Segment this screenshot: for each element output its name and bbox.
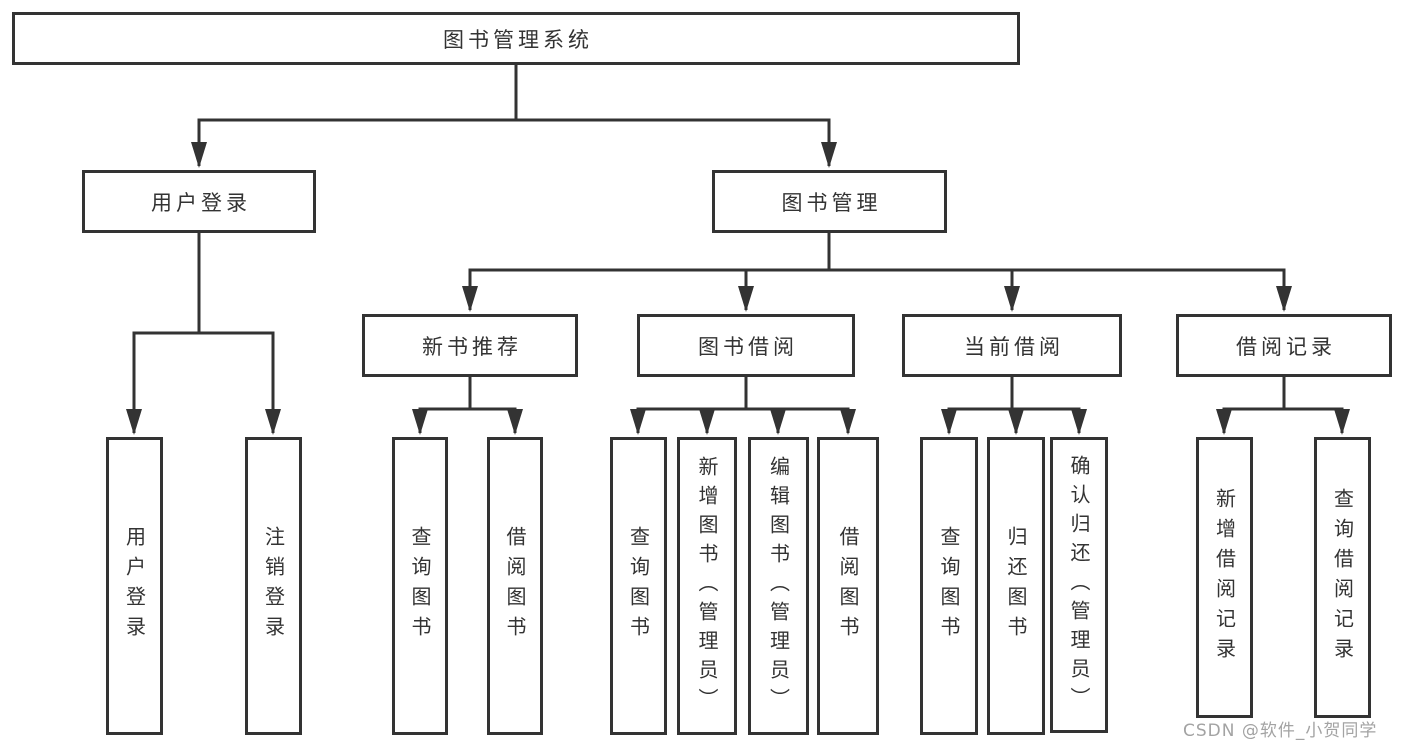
node-current-borrowing: 当前借阅 xyxy=(902,314,1122,377)
node-borrowing-records: 借阅记录 xyxy=(1176,314,1392,377)
node-book-borrowing: 图书借阅 xyxy=(637,314,855,377)
node-new-book-recommend: 新书推荐 xyxy=(362,314,578,377)
leaf-confirm-return-admin: 确认归还（管理员） xyxy=(1050,437,1108,733)
leaf-add-borrow-record: 新增借阅记录 xyxy=(1196,437,1253,718)
leaf-return-books: 归还图书 xyxy=(987,437,1045,735)
leaf-query-books: 查询图书 xyxy=(610,437,667,735)
leaf-logout: 注销登录 xyxy=(245,437,302,735)
leaf-user-login: 用户登录 xyxy=(106,437,163,735)
leaf-borrow-books: 借阅图书 xyxy=(487,437,543,735)
leaf-query-books: 查询图书 xyxy=(920,437,978,735)
leaf-borrow-books: 借阅图书 xyxy=(817,437,879,735)
node-library-management-system: 图书管理系统 xyxy=(12,12,1020,65)
leaf-add-book-admin: 新增图书（管理员） xyxy=(677,437,737,735)
leaf-query-borrow-record: 查询借阅记录 xyxy=(1314,437,1371,718)
node-user-login: 用户登录 xyxy=(82,170,316,233)
leaf-query-books: 查询图书 xyxy=(392,437,448,735)
node-book-management: 图书管理 xyxy=(712,170,947,233)
leaf-edit-book-admin: 编辑图书（管理员） xyxy=(748,437,809,735)
csdn-watermark: CSDN @软件_小贺同学 xyxy=(1183,721,1378,741)
